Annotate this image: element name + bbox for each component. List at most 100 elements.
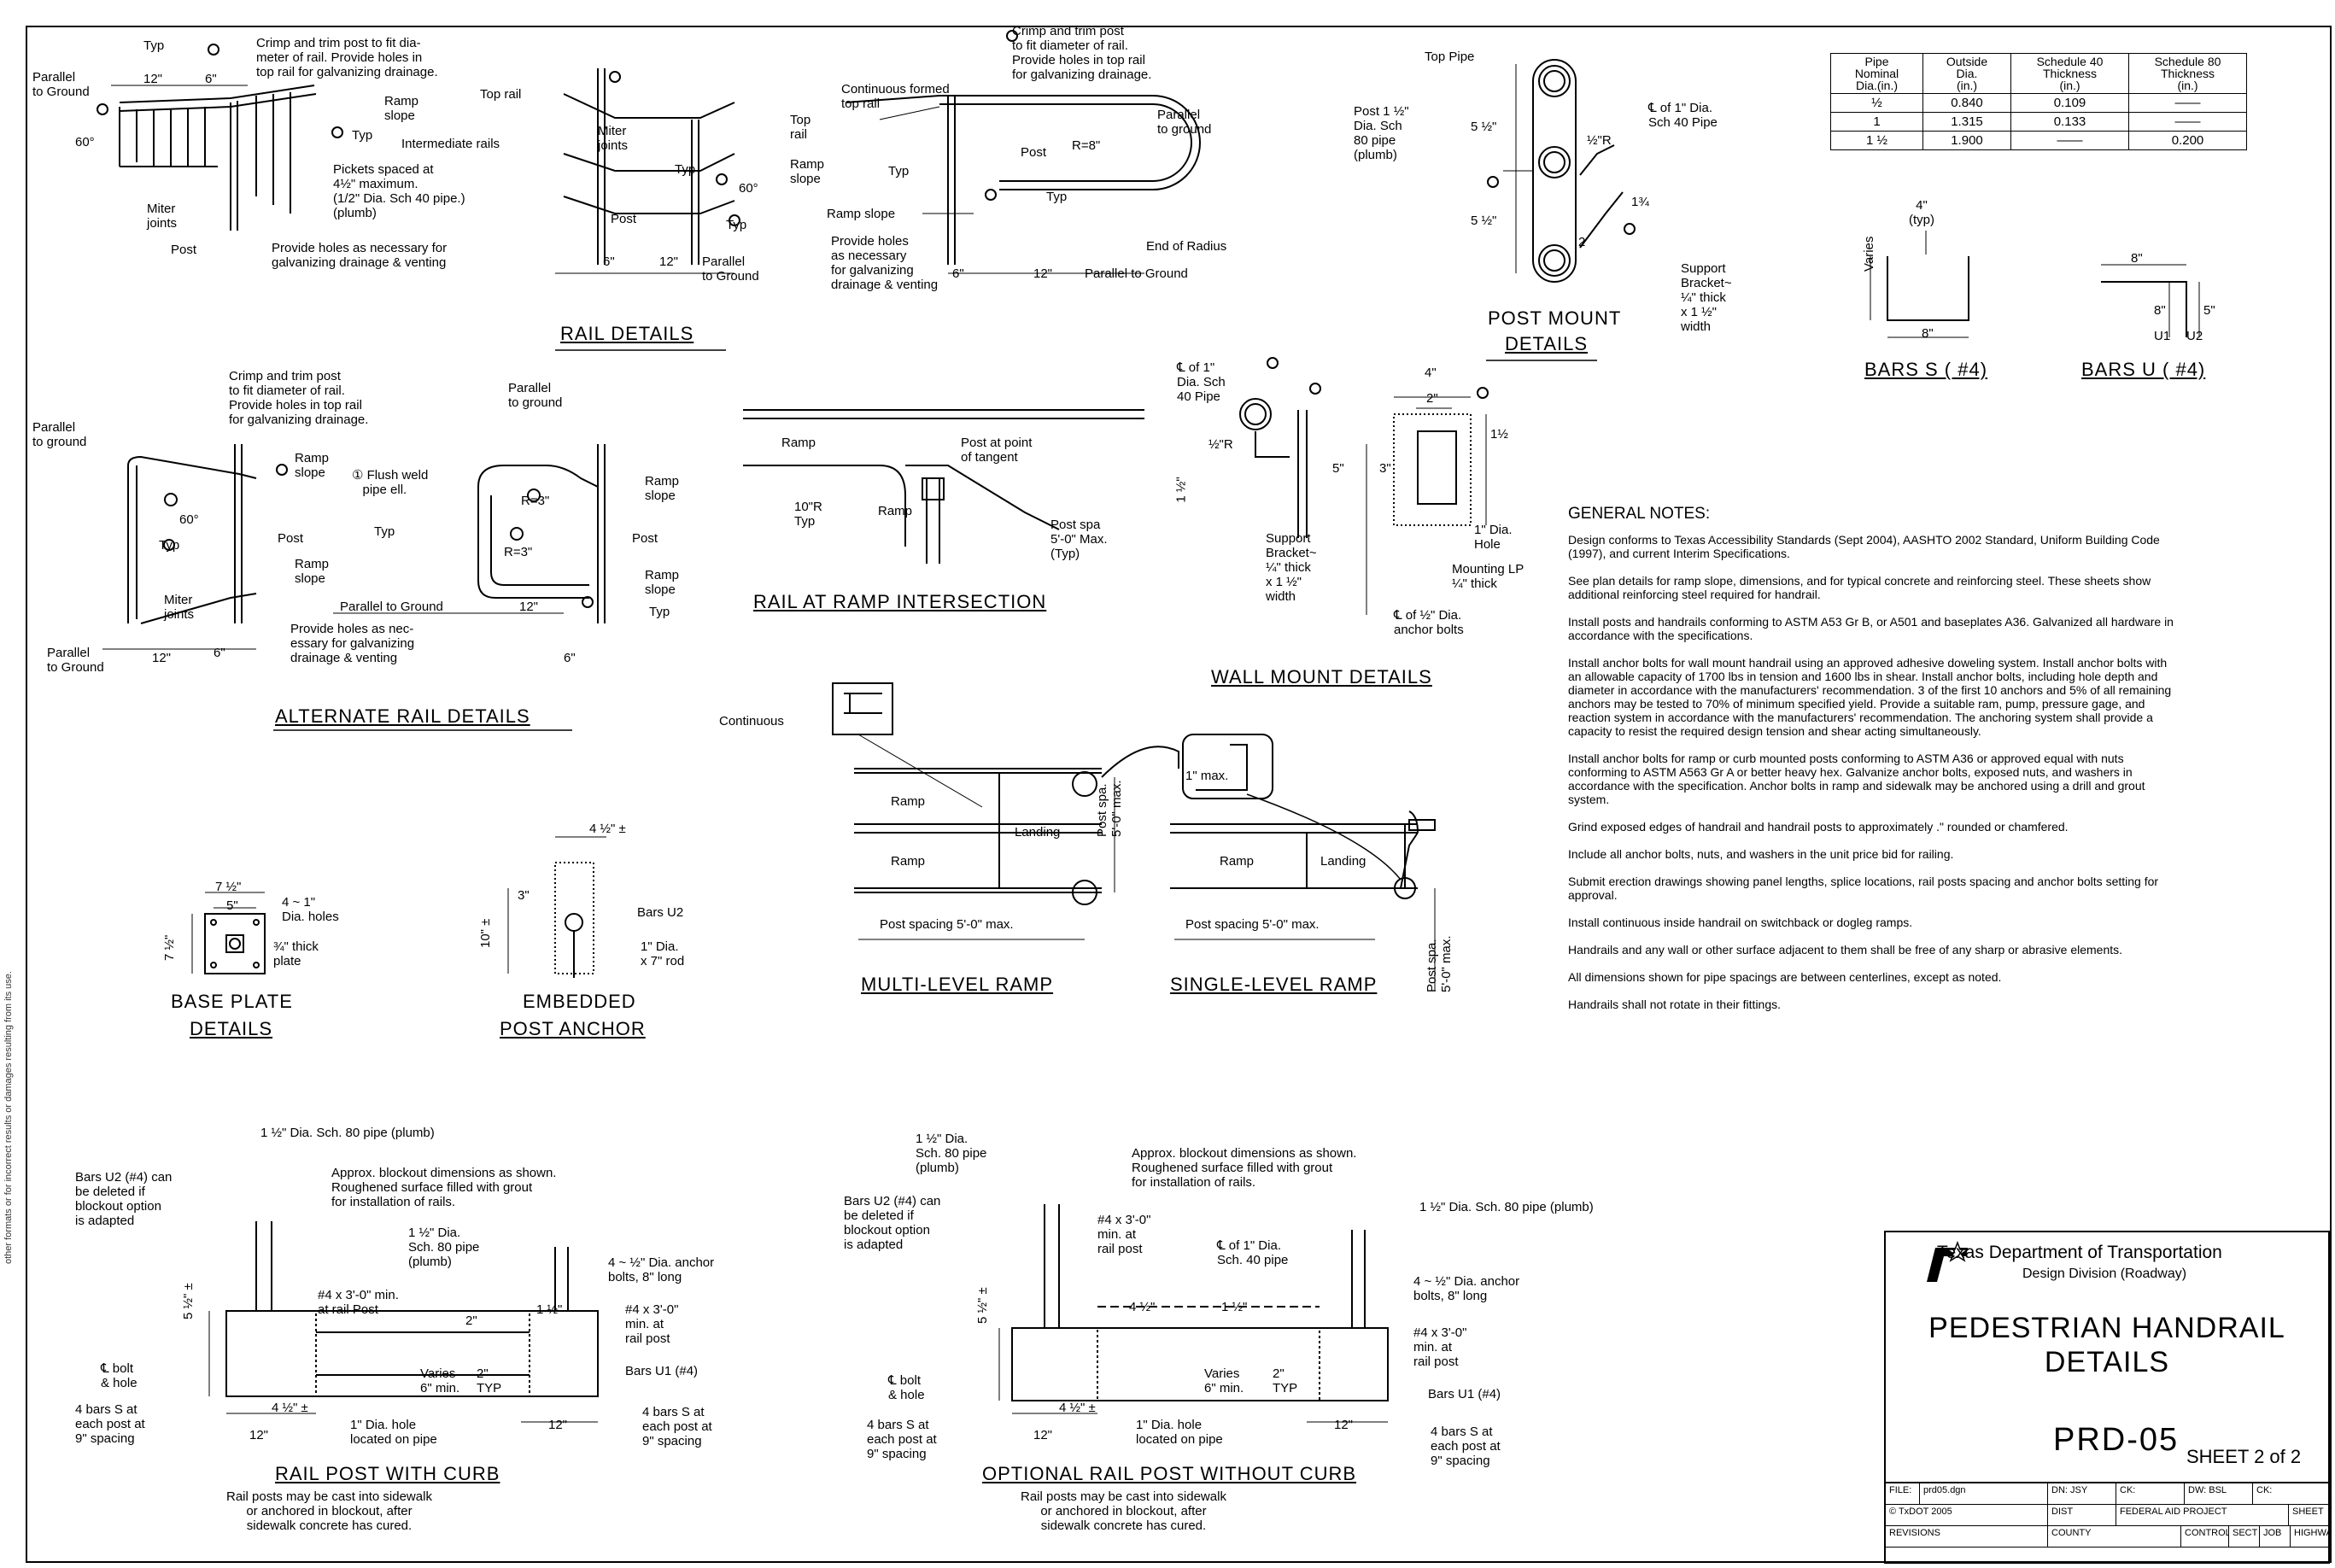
rpc-cl-bolt: ℄ bolt & hole [101,1361,138,1390]
tb-cell: REVISIONS [1886,1526,2048,1547]
rpc-dim-412: 4 ½" ± [272,1401,308,1415]
orp-dim-412-b: 4 ½" [1129,1300,1156,1314]
alt-flush-weld: ① Flush weld pipe ell. [352,468,429,497]
alt-rail-title: ALTERNATE RAIL DETAILS [275,705,530,727]
orp-pipe-1: 1 ½" Dia. Sch. 80 pipe (plumb) [916,1132,987,1175]
rail-crimp-note: Crimp and trim post to fit dia- meter of… [256,36,438,79]
multi-level-ramp-drawing [832,682,1179,940]
note-item: Design conforms to Texas Accessibility S… [1568,533,2160,560]
loop-continuous: Continuous formed top rail [841,82,950,111]
ramp-intersection-title: RAIL AT RAMP INTERSECTION [753,591,1047,612]
table-row: 1 1.315 0.133 —— [1830,112,2247,132]
wm-dim-4: 4" [1425,366,1437,380]
sl-ramp: Ramp [1220,854,1255,869]
rpc-dim-112: 1 ½" [536,1302,563,1317]
rail-pickets-note: Pickets spaced at 4½" maximum. (1/2" Dia… [333,162,465,220]
pm-top-pipe: Top Pipe [1425,50,1475,64]
orp-varies: Varies 6" min. [1204,1366,1244,1395]
title-block-row: FILE: prd05.dgn DN: JSY CK: DW: BSL CK: [1886,1483,2328,1505]
rail-parallel-ground-b: Parallel to Ground [702,255,759,284]
loop-dim-12: 12" [1033,266,1053,281]
loop-top-rail: Top rail [790,113,811,142]
orp-cl-bolt: ℄ bolt & hole [888,1373,925,1402]
note-item: Install anchor bolts for wall mount hand… [1568,656,2172,738]
tb-cell: CONTROL [2181,1526,2229,1547]
rail-miter-joints: Miter joints [598,124,629,153]
orp-dim-512: 5 ½" ± [975,1287,990,1324]
base-plate-title-2: DETAILS [190,1018,273,1039]
tb-cell: © TxDOT 2005 [1886,1505,2048,1525]
post-mount-drawing [1487,59,1636,283]
ea-rod: 1" Dia. x 7" rod [641,939,685,968]
table-row: ½ 0.840 0.109 —— [1830,93,2247,113]
bp-thick: ¾" thick plate [273,939,319,968]
alt-radius-1: R=3" [521,494,550,508]
alt-dim-12-b: 12" [152,651,172,665]
optional-rail-post-caption: Rail posts may be cast into sidewalk or … [1021,1489,1226,1533]
pm-dim-134: 1¾ [1631,195,1649,209]
bars-u-u1: U1 [2154,329,2171,343]
loop-holes-note: Provide holes as necessary for galvanizi… [831,234,939,292]
bars-s-typ: 4" (typ) [1909,198,1934,227]
bars-u-u2: U2 [2186,329,2203,343]
tb-cell: CK: [2116,1483,2185,1504]
alt-holes-note: Provide holes as nec- essary for galvani… [290,622,415,665]
orp-cl-pipe: ℄ of 1" Dia. Sch. 40 pipe [1217,1238,1289,1267]
ea-bars-u2: Bars U2 [637,905,684,920]
table-header: Schedule 80 Thickness (in.) [2128,53,2247,94]
table-cell: 1.900 [1922,131,2011,150]
rail-post-label: Post [171,243,197,257]
note-item: Install posts and handrails conforming t… [1568,615,2174,642]
orp-hole: 1" Dia. hole located on pipe [1136,1418,1223,1447]
pm-dim-2: 2 [1578,235,1586,249]
table-cell: —— [2128,112,2247,132]
loop-parallel-ground: Parallel to Ground [1085,266,1188,281]
title-block-row [1886,1548,2328,1568]
ml-continuous: Continuous [719,714,784,728]
bp-dim-top: 7 ½" [215,880,242,894]
rail-dim-12: 12" [143,72,163,86]
loop-ramp-slope-2: Ramp slope [827,207,896,221]
tb-cell: SHEET [2292,1507,2324,1517]
wm-bracket-note: Support Bracket~ ¼" thick x 1 ½" width [1266,531,1317,604]
tb-cell: DN: JSY [2048,1483,2116,1504]
pm-cl-pipe: ℄ of 1" Dia. Sch 40 Pipe [1648,101,1718,130]
table-cell: 0.840 [1922,93,2011,113]
alt-parallel-ground-2: Parallel to Ground [47,646,104,675]
table-cell: —— [2128,93,2247,113]
sheet-of: SHEET 2 of 2 [2186,1446,2302,1467]
alt-parallel-ground: Parallel to Ground [340,600,443,614]
sl-post-spa: Post spa. 5'-0" max. [1425,935,1454,992]
alt-typ-3: Typ [649,605,670,619]
bars-u-dim-5: 5" [2203,303,2215,318]
alt-miter-joints: Miter joints [164,593,195,622]
ea-dim-10: 10" ± [478,918,493,948]
wm-dim-112-b: 1½ [1490,427,1508,442]
ml-ramp-2: Ramp [891,854,926,869]
ml-landing: Landing [1015,825,1061,840]
alt-dim-6: 6" [214,646,225,660]
embedded-anchor-drawing [507,836,606,978]
rail-details-left-drawing [97,44,343,231]
table-header: Schedule 40 Thickness (in.) [2010,53,2129,94]
alt-parallel-1: Parallel to ground [32,420,87,449]
tb-cell: CK: [2256,1485,2273,1495]
loop-end-radius: End of Radius [1146,239,1227,254]
alt-rail-drawing [102,444,606,650]
wall-mount-drawing [1239,357,1489,615]
tb-cell: COUNTY [2048,1526,2181,1547]
pm-dim-top: 5 ½" [1471,120,1497,134]
bars-u-title: BARS U ( #4) [2081,359,2206,380]
title-block: Texas Department of Transportation Desig… [1884,1231,2330,1564]
loop-ramp-slope: Ramp slope [790,157,825,186]
tb-cell: FEDERAL AID PROJECT [2116,1505,2289,1525]
agency-name: Texas Department of Transportation [1937,1243,2222,1262]
rpc-anchor-bolts: 4 ~ ½" Dia. anchor bolts, 8" long [608,1255,715,1284]
alt-ramp-slope-4: Ramp slope [645,568,680,597]
post-mount-title-1: POST MOUNT [1488,307,1622,329]
tb-cell: FILE: [1886,1483,1920,1504]
ml-post-spa: Post spa. 5'-0" max. [1095,780,1124,837]
orp-bar-4-a: #4 x 3'-0" min. at rail post [1097,1213,1151,1256]
tb-cell: DW: BSL [2185,1483,2253,1504]
